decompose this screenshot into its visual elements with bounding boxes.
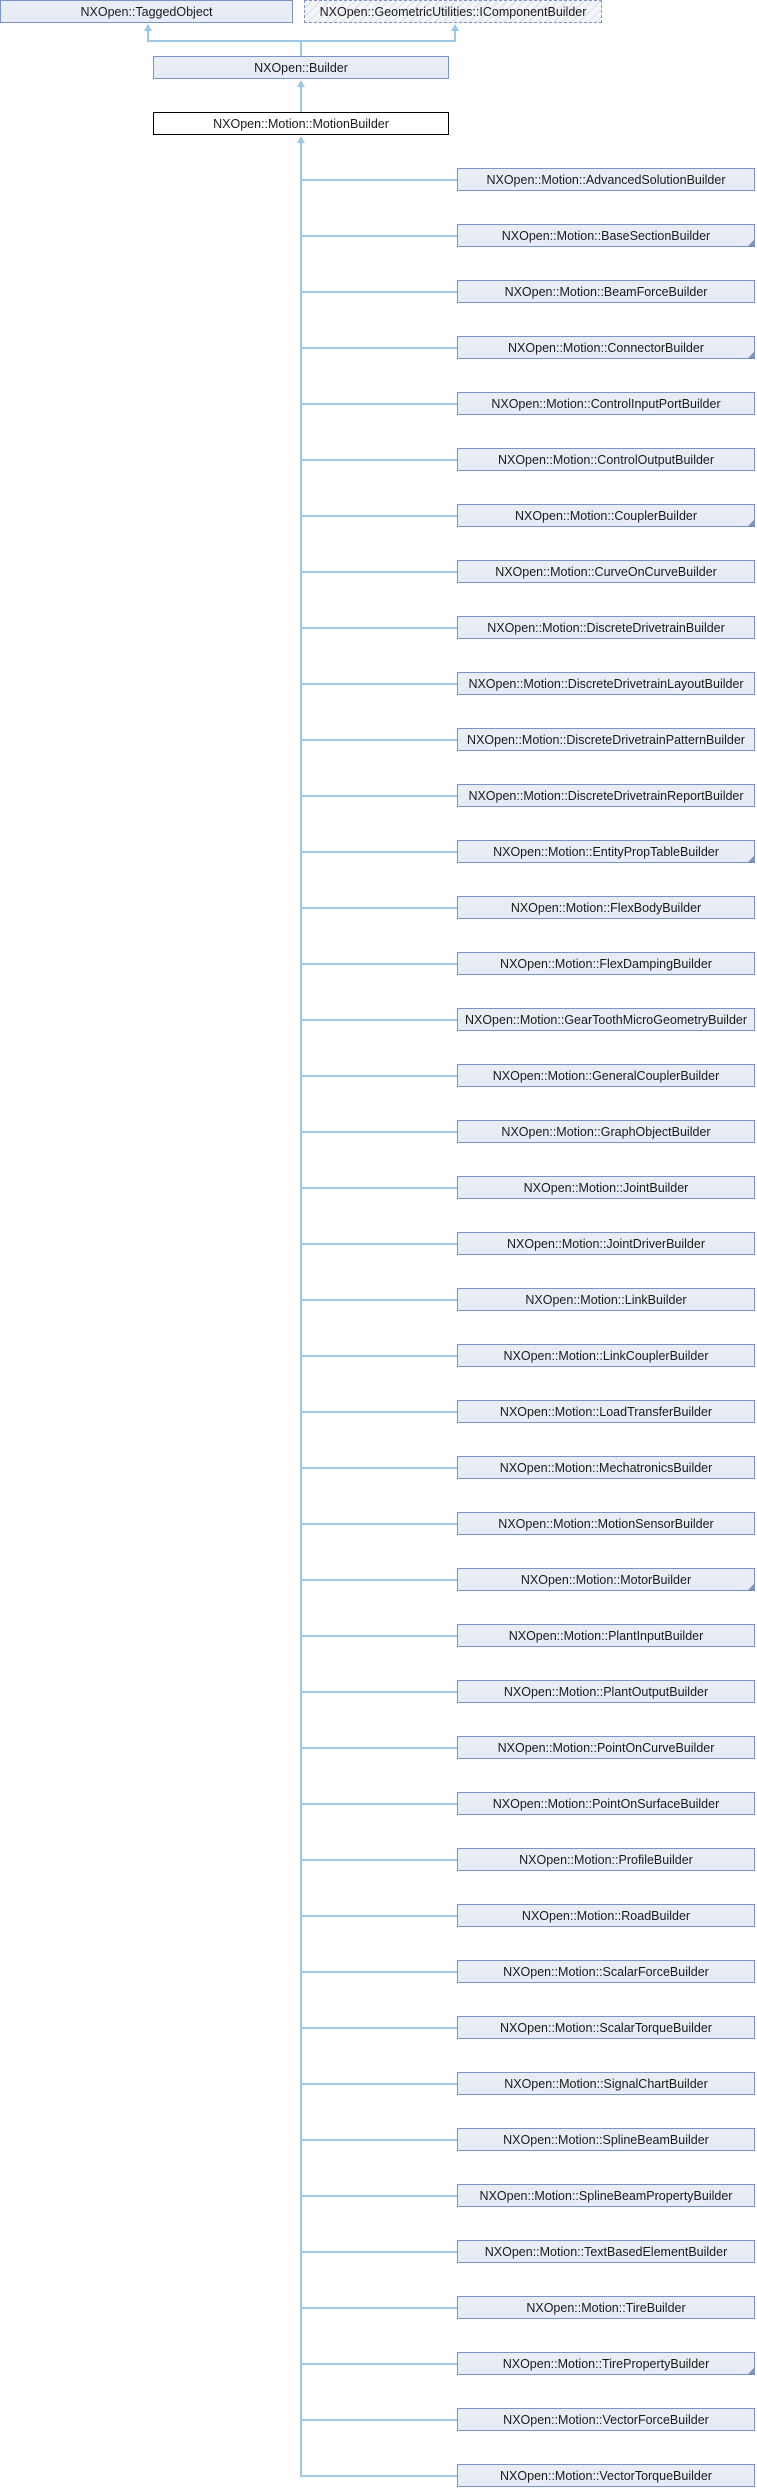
edge-child — [300, 459, 457, 461]
edge-child — [300, 739, 457, 741]
node-derived-class[interactable]: NXOpen::Motion::ScalarTorqueBuilder — [457, 2016, 755, 2039]
node-derived-class[interactable]: NXOpen::Motion::GeneralCouplerBuilder — [457, 1064, 755, 1087]
edge-child — [300, 2083, 457, 2085]
node-tagged-object[interactable]: NXOpen::TaggedObject — [0, 0, 293, 23]
edge-child — [300, 1635, 457, 1637]
node-derived-class[interactable]: NXOpen::Motion::AdvancedSolutionBuilder — [457, 168, 755, 191]
node-derived-class[interactable]: NXOpen::Motion::TireBuilder — [457, 2296, 755, 2319]
edge-child — [300, 1299, 457, 1301]
node-derived-class[interactable]: NXOpen::Motion::VectorTorqueBuilder — [457, 2464, 755, 2487]
node-derived-class[interactable]: NXOpen::Motion::MotorBuilder — [457, 1568, 755, 1591]
node-derived-class[interactable]: NXOpen::Motion::GraphObjectBuilder — [457, 1120, 755, 1143]
node-derived-class[interactable]: NXOpen::Motion::ProfileBuilder — [457, 1848, 755, 1871]
edge-child — [300, 1803, 457, 1805]
node-derived-class[interactable]: NXOpen::Motion::DiscreteDrivetrainLayout… — [457, 672, 755, 695]
node-motion-builder-current: NXOpen::Motion::MotionBuilder — [153, 112, 449, 135]
edge-to-tagged-object — [147, 28, 149, 42]
node-derived-class[interactable]: NXOpen::Motion::JointDriverBuilder — [457, 1232, 755, 1255]
edge-child — [300, 963, 457, 965]
edge-to-icomponent — [454, 28, 456, 42]
edge-child — [300, 627, 457, 629]
edge-child — [300, 1355, 457, 1357]
edge-child — [300, 1243, 457, 1245]
edge-child — [300, 2475, 457, 2477]
edge-child — [300, 291, 457, 293]
node-derived-class[interactable]: NXOpen::Motion::JointBuilder — [457, 1176, 755, 1199]
edge-child — [300, 1971, 457, 1973]
node-derived-class[interactable]: NXOpen::Motion::TextBasedElementBuilder — [457, 2240, 755, 2263]
edge-child — [300, 1859, 457, 1861]
edge-child — [300, 2419, 457, 2421]
node-derived-class[interactable]: NXOpen::Motion::ScalarForceBuilder — [457, 1960, 755, 1983]
node-derived-class[interactable]: NXOpen::Motion::ControlOutputBuilder — [457, 448, 755, 471]
arrow-icon — [297, 80, 305, 87]
node-derived-class[interactable]: NXOpen::Motion::DiscreteDrivetrainPatter… — [457, 728, 755, 751]
node-derived-class[interactable]: NXOpen::Motion::DiscreteDrivetrainReport… — [457, 784, 755, 807]
edge-parents-horizontal — [147, 40, 456, 42]
edge-child — [300, 683, 457, 685]
node-derived-class[interactable]: NXOpen::Motion::MechatronicsBuilder — [457, 1456, 755, 1479]
node-derived-class[interactable]: NXOpen::Motion::EntityPropTableBuilder — [457, 840, 755, 863]
edge-child — [300, 795, 457, 797]
node-derived-class[interactable]: NXOpen::Motion::MotionSensorBuilder — [457, 1512, 755, 1535]
edge-builder-to-parents — [300, 40, 302, 56]
node-derived-class[interactable]: NXOpen::Motion::TirePropertyBuilder — [457, 2352, 755, 2375]
node-derived-class[interactable]: NXOpen::Motion::RoadBuilder — [457, 1904, 755, 1927]
edge-child — [300, 515, 457, 517]
node-derived-class[interactable]: NXOpen::Motion::LoadTransferBuilder — [457, 1400, 755, 1423]
arrow-icon — [144, 24, 152, 31]
trunk-edge — [300, 140, 302, 2477]
edge-child — [300, 2139, 457, 2141]
edge-child — [300, 1075, 457, 1077]
node-derived-class[interactable]: NXOpen::Motion::LinkBuilder — [457, 1288, 755, 1311]
node-derived-class[interactable]: NXOpen::Motion::FlexBodyBuilder — [457, 896, 755, 919]
node-derived-class[interactable]: NXOpen::Motion::LinkCouplerBuilder — [457, 1344, 755, 1367]
edge-child — [300, 235, 457, 237]
edge-child — [300, 851, 457, 853]
node-derived-class[interactable]: NXOpen::Motion::DiscreteDrivetrainBuilde… — [457, 616, 755, 639]
edge-child — [300, 1691, 457, 1693]
node-derived-class[interactable]: NXOpen::Motion::CurveOnCurveBuilder — [457, 560, 755, 583]
node-derived-class[interactable]: NXOpen::Motion::PointOnCurveBuilder — [457, 1736, 755, 1759]
node-derived-class[interactable]: NXOpen::Motion::PlantInputBuilder — [457, 1624, 755, 1647]
edge-child — [300, 907, 457, 909]
node-derived-class[interactable]: NXOpen::Motion::ControlInputPortBuilder — [457, 392, 755, 415]
node-derived-class[interactable]: NXOpen::Motion::VectorForceBuilder — [457, 2408, 755, 2431]
edge-child — [300, 571, 457, 573]
edge-motionbuilder-to-builder — [300, 84, 302, 112]
node-derived-class[interactable]: NXOpen::Motion::FlexDampingBuilder — [457, 952, 755, 975]
edge-child — [300, 2195, 457, 2197]
edge-child — [300, 1019, 457, 1021]
arrow-icon — [297, 136, 305, 143]
edge-child — [300, 2027, 457, 2029]
edge-child — [300, 1131, 457, 1133]
node-derived-class[interactable]: NXOpen::Motion::GearToothMicroGeometryBu… — [457, 1008, 755, 1031]
edge-child — [300, 1467, 457, 1469]
edge-child — [300, 1915, 457, 1917]
edge-child — [300, 2363, 457, 2365]
node-builder[interactable]: NXOpen::Builder — [153, 56, 449, 79]
edge-child — [300, 1187, 457, 1189]
node-derived-class[interactable]: NXOpen::Motion::PointOnSurfaceBuilder — [457, 1792, 755, 1815]
edge-child — [300, 347, 457, 349]
node-icomponent-builder[interactable]: NXOpen::GeometricUtilities::IComponentBu… — [304, 0, 602, 23]
node-derived-class[interactable]: NXOpen::Motion::CouplerBuilder — [457, 504, 755, 527]
edge-child — [300, 1747, 457, 1749]
edge-child — [300, 1579, 457, 1581]
arrow-icon — [451, 24, 459, 31]
node-derived-class[interactable]: NXOpen::Motion::BeamForceBuilder — [457, 280, 755, 303]
node-derived-class[interactable]: NXOpen::Motion::SignalChartBuilder — [457, 2072, 755, 2095]
node-derived-class[interactable]: NXOpen::Motion::SplineBeamPropertyBuilde… — [457, 2184, 755, 2207]
edge-child — [300, 179, 457, 181]
edge-child — [300, 2307, 457, 2309]
edge-child — [300, 403, 457, 405]
node-derived-class[interactable]: NXOpen::Motion::ConnectorBuilder — [457, 336, 755, 359]
edge-child — [300, 1411, 457, 1413]
node-derived-class[interactable]: NXOpen::Motion::SplineBeamBuilder — [457, 2128, 755, 2151]
node-derived-class[interactable]: NXOpen::Motion::BaseSectionBuilder — [457, 224, 755, 247]
edge-child — [300, 1523, 457, 1525]
edge-child — [300, 2251, 457, 2253]
node-derived-class[interactable]: NXOpen::Motion::PlantOutputBuilder — [457, 1680, 755, 1703]
